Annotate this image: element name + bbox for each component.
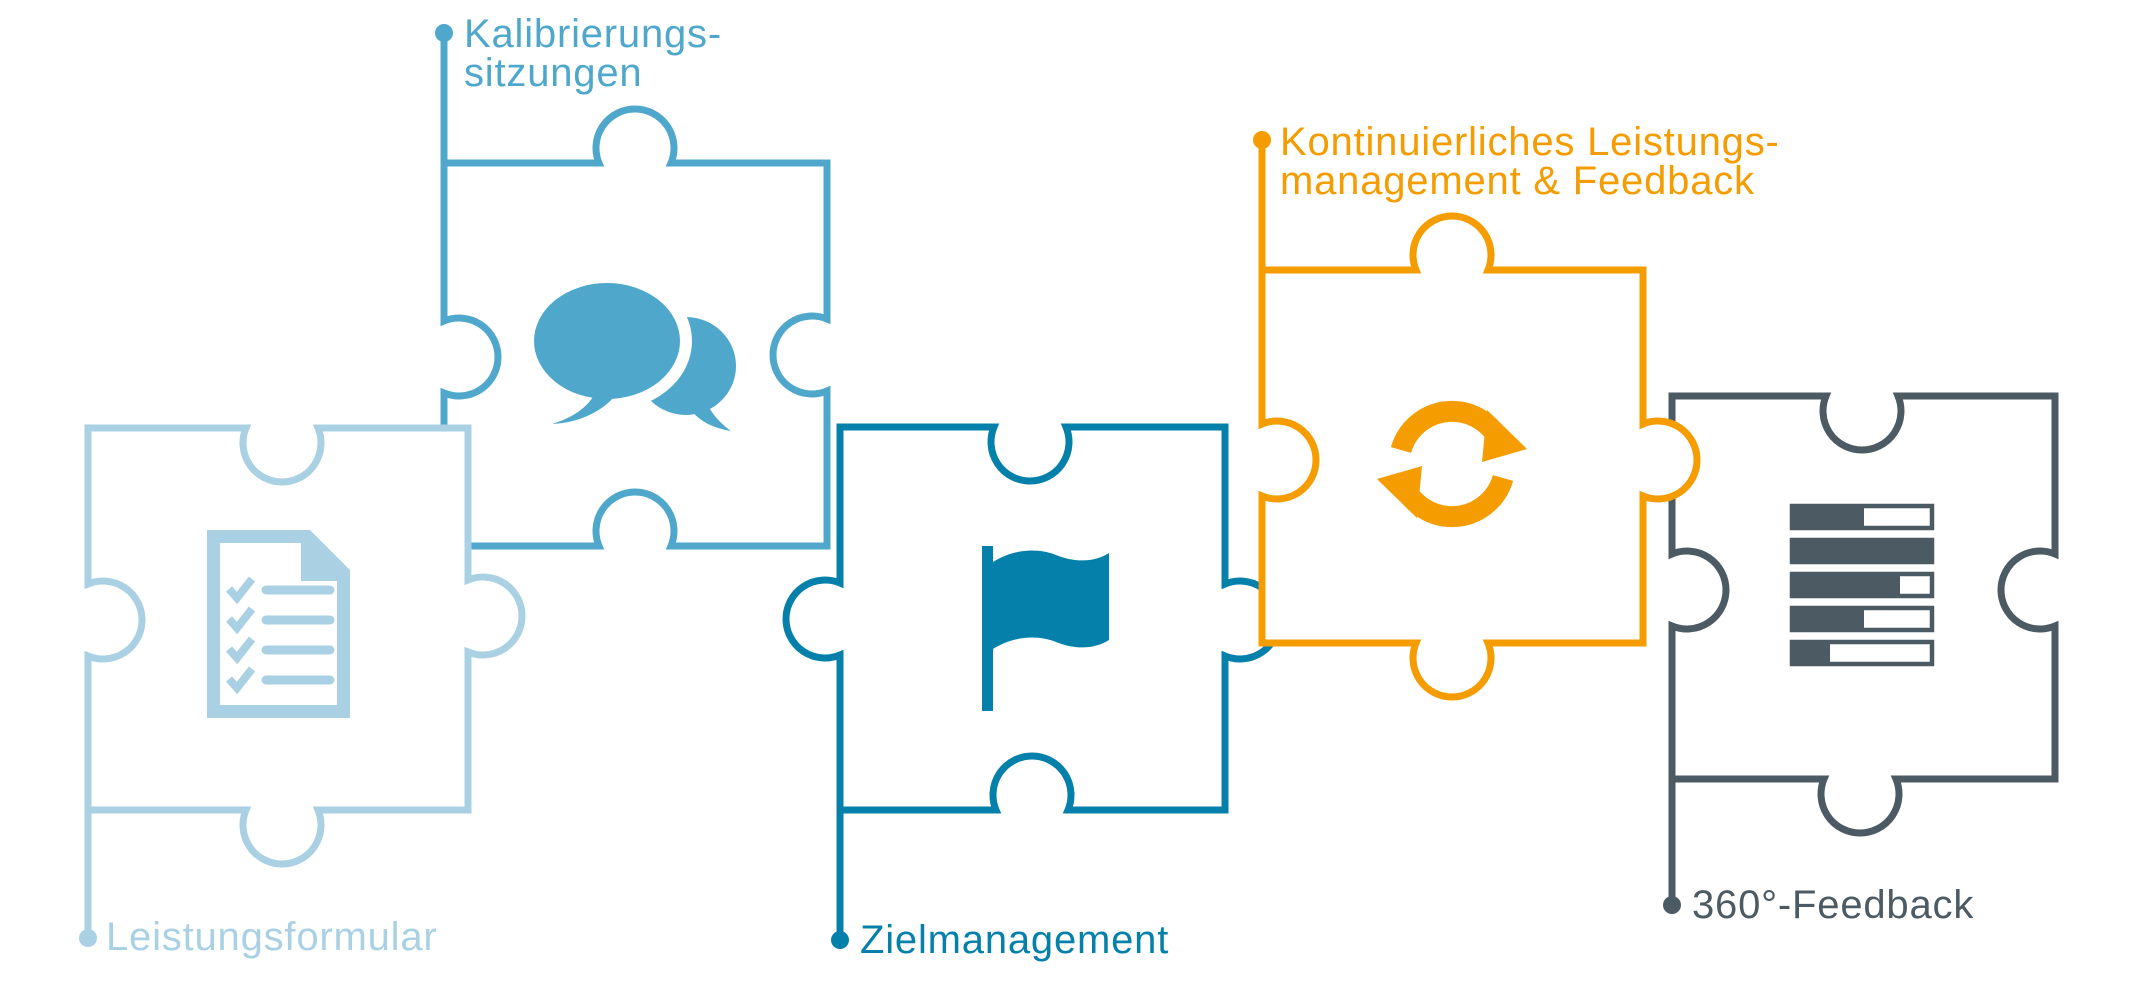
piece-label: 360°-Feedback xyxy=(1692,883,1974,927)
connector-dot xyxy=(79,929,97,947)
puzzle-piece-zielmanagement: Zielmanagement xyxy=(782,423,1283,962)
puzzle-piece-kontinuierliches-leistungsmanagement: Kontinuierliches Leistungs- management &… xyxy=(1253,120,1780,701)
speech-bubbles-icon xyxy=(522,271,736,431)
puzzle-piece-leistungsformular: Leistungsformular xyxy=(79,424,526,959)
piece-label: management & Feedback xyxy=(1280,159,1755,203)
piece-label: sitzungen xyxy=(464,51,642,95)
flag-icon xyxy=(982,546,1109,711)
puzzle-piece-kalibrierungssitzungen: Kalibrierungs- sitzungen xyxy=(435,12,831,550)
connector-dot xyxy=(1663,896,1681,914)
piece-label: Kalibrierungs- xyxy=(464,12,722,56)
piece-label: Zielmanagement xyxy=(860,918,1169,962)
piece-label: Kontinuierliches Leistungs- xyxy=(1280,120,1780,164)
piece-label: Leistungsformular xyxy=(106,915,438,959)
checklist-document-icon xyxy=(207,530,350,718)
connector-dot xyxy=(435,24,453,42)
connector-dot xyxy=(831,931,849,949)
puzzle-piece-feedback-360: 360°-Feedback xyxy=(1663,392,2059,927)
survey-bars-icon xyxy=(1789,503,1935,667)
puzzle-piece-outline xyxy=(1258,212,1701,701)
connector-dot xyxy=(1253,131,1271,149)
sync-arrows-icon xyxy=(1377,401,1527,527)
